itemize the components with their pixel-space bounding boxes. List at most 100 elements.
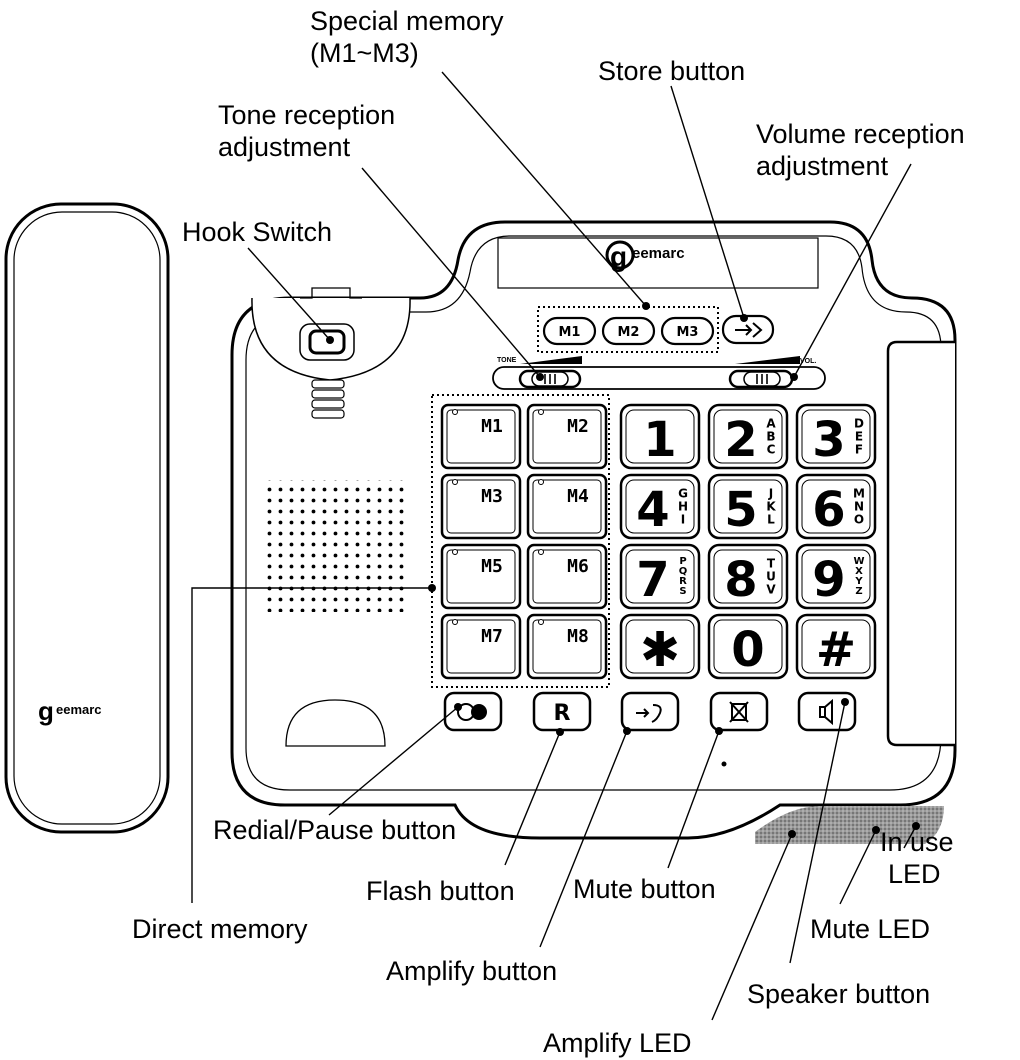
label-direct-memory: Direct memory xyxy=(132,914,308,944)
dial-key-digit: 6 xyxy=(812,482,845,538)
redial-pause-button[interactable] xyxy=(443,691,503,732)
label-speaker-button: Speaker button xyxy=(747,979,930,1009)
direct-memory-key-3[interactable]: M3 xyxy=(440,473,522,540)
dial-key-digit: 5 xyxy=(724,482,757,538)
dial-key-1[interactable]: 1 xyxy=(619,403,701,470)
direct-memory-label: M1 xyxy=(481,416,503,437)
mic-dot xyxy=(721,761,727,767)
callout-labels: Special memory (M1~M3) Store button Tone… xyxy=(132,6,965,1058)
special-memory-key-1[interactable]: M1 xyxy=(542,316,597,346)
amplify-icon xyxy=(636,704,662,723)
svg-text:M1: M1 xyxy=(559,325,581,340)
direct-memory-key-8[interactable]: M8 xyxy=(526,613,608,680)
label-redial-pause: Redial/Pause button xyxy=(213,815,456,845)
label-amplify-button: Amplify button xyxy=(386,956,557,986)
tone-slider[interactable] xyxy=(518,369,582,389)
dial-key-letter: G xyxy=(678,487,688,501)
direct-memory-label: M3 xyxy=(481,486,503,507)
dial-key-digit: 8 xyxy=(724,552,757,608)
base-logo: g eemarc xyxy=(605,240,685,272)
dial-key-digit: 4 xyxy=(636,482,669,538)
dial-key-12[interactable]: # xyxy=(795,613,877,680)
amplify-button[interactable] xyxy=(620,691,680,732)
label-volume-adjustment: adjustment xyxy=(756,151,889,181)
dial-key-letter: E xyxy=(855,430,863,444)
label-tone-adjustment: adjustment xyxy=(218,132,351,162)
svg-text:R: R xyxy=(554,701,571,726)
dial-key-letter: C xyxy=(767,443,776,457)
dial-key-digit: 7 xyxy=(636,552,669,608)
dial-key-letter: S xyxy=(679,586,686,597)
speaker-grille xyxy=(265,480,408,612)
leader-dots xyxy=(326,302,920,838)
dial-key-letter: J xyxy=(768,487,773,501)
dial-key-letter: B xyxy=(766,430,775,444)
hook-switch-ridges xyxy=(311,379,345,419)
dial-key-letter: H xyxy=(678,500,688,514)
dial-key-letter: K xyxy=(766,500,776,514)
dial-key-letter: D xyxy=(854,417,864,431)
dial-key-digit: 1 xyxy=(643,412,676,468)
dial-key-letter: I xyxy=(681,513,685,527)
dial-key-11[interactable]: 0 xyxy=(707,613,789,680)
dial-key-letter: P xyxy=(679,556,686,567)
leader-lines xyxy=(191,71,917,1021)
dial-key-letter: A xyxy=(766,417,776,431)
dial-key-letter: U xyxy=(766,570,776,584)
dial-key-digit: ✱ xyxy=(640,622,680,678)
direct-memory-label: M2 xyxy=(567,416,589,437)
dial-key-letter: M xyxy=(853,487,865,501)
front-grille xyxy=(755,806,944,844)
direct-memory-label: M4 xyxy=(567,486,589,507)
dial-key-letter: Q xyxy=(679,566,688,577)
direct-memory-key-5[interactable]: M5 xyxy=(440,543,522,610)
label-special-memory: Special memory xyxy=(310,6,504,36)
speaker-icon xyxy=(819,698,833,726)
svg-text:VOL.: VOL. xyxy=(800,358,816,365)
label-in-use: In use xyxy=(880,827,954,857)
direct-memory-key-1[interactable]: M1 xyxy=(440,403,522,470)
svg-text:TONE: TONE xyxy=(497,357,517,364)
direct-memory-key-7[interactable]: M7 xyxy=(440,613,522,680)
direct-memory-key-2[interactable]: M2 xyxy=(526,403,608,470)
direct-memory-label: M6 xyxy=(567,556,589,577)
dial-key-digit: # xyxy=(816,622,856,678)
label-mute-led: Mute LED xyxy=(810,914,930,944)
direct-memory-box xyxy=(431,394,610,688)
label-volume-reception: Volume reception xyxy=(756,119,965,149)
svg-text:eemarc: eemarc xyxy=(632,245,685,262)
special-memory-key-2[interactable]: M2 xyxy=(601,316,656,346)
label-store-button: Store button xyxy=(598,56,745,86)
svg-text:g: g xyxy=(38,696,54,726)
dial-key-letter: W xyxy=(853,556,864,567)
direct-memory-key-6[interactable]: M6 xyxy=(526,543,608,610)
mute-button[interactable] xyxy=(709,691,769,732)
redial-icon xyxy=(457,703,487,721)
label-amplify-led: Amplify LED xyxy=(543,1028,692,1058)
mute-icon xyxy=(729,701,749,723)
special-memory-key-3[interactable]: M3 xyxy=(660,316,715,346)
label-tone-reception: Tone reception xyxy=(218,100,395,130)
svg-text:M2: M2 xyxy=(618,325,640,340)
dial-key-digit: 3 xyxy=(812,412,845,468)
dial-key-letter: Y xyxy=(854,576,863,587)
flash-button[interactable]: R xyxy=(532,691,592,732)
label-special-memory-range: (M1~M3) xyxy=(310,38,419,68)
dial-key-letter: N xyxy=(854,500,864,514)
dial-key-digit: 0 xyxy=(731,622,764,678)
volume-slider[interactable] xyxy=(728,369,794,389)
direct-memory-key-4[interactable]: M4 xyxy=(526,473,608,540)
dial-key-10[interactable]: ✱ xyxy=(619,613,701,680)
dial-key-letter: F xyxy=(855,443,863,457)
dial-key-letter: O xyxy=(854,513,864,527)
store-button[interactable] xyxy=(721,314,775,345)
